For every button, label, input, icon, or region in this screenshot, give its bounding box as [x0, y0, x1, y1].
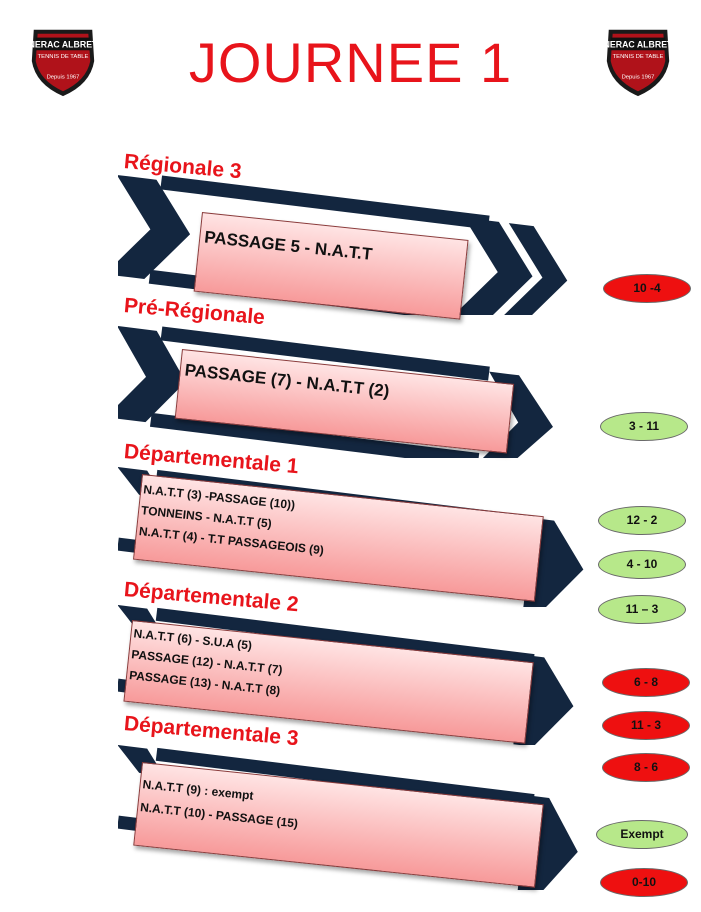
svg-text:NERAC ALBRET: NERAC ALBRET — [29, 39, 98, 49]
score-badge: 0-10 — [600, 868, 688, 897]
svg-text:TENNIS DE TABLE: TENNIS DE TABLE — [613, 54, 664, 60]
score-badge: 11 – 3 — [598, 595, 686, 624]
chevron-band — [118, 325, 553, 458]
score-badge: 12 - 2 — [598, 506, 686, 535]
score-badge: Exempt — [596, 820, 688, 849]
score-badge: 11 - 3 — [602, 711, 690, 740]
page-title: JOURNEE 1 — [188, 31, 513, 94]
svg-text:Depuis 1967: Depuis 1967 — [622, 75, 655, 81]
club-logo-right: NERAC ALBRET TENNIS DE TABLE Depuis 1967 — [599, 22, 677, 100]
score-badge: 6 - 8 — [602, 668, 690, 697]
score-badge: 3 - 11 — [600, 412, 688, 441]
svg-text:TENNIS DE TABLE: TENNIS DE TABLE — [38, 54, 89, 60]
club-logo-left: NERAC ALBRET TENNIS DE TABLE Depuis 1967 — [24, 22, 102, 100]
svg-text:Depuis 1967: Depuis 1967 — [47, 75, 80, 81]
score-badge: 4 - 10 — [598, 550, 686, 579]
score-badge: 8 - 6 — [602, 753, 690, 782]
score-badge: 10 -4 — [603, 274, 691, 303]
svg-text:NERAC ALBRET: NERAC ALBRET — [604, 39, 673, 49]
